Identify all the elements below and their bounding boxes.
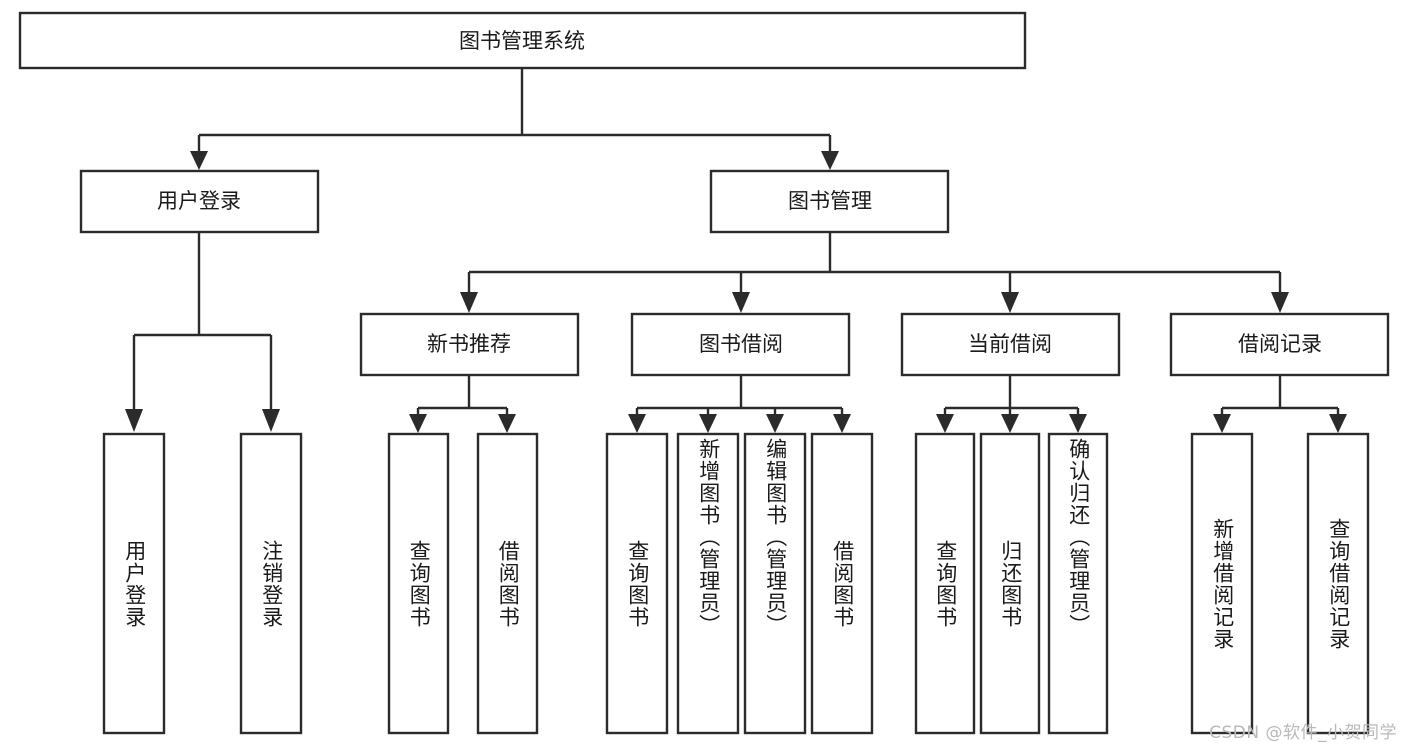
- arrow-borrow-leaf-1: [628, 414, 646, 433]
- arrow-current-leaf-2: [1001, 414, 1019, 433]
- arrow-record-leaf-1: [1213, 414, 1231, 433]
- leaf-box-user-login-2[interactable]: [239, 432, 303, 735]
- arrow-record-leaf-2: [1329, 414, 1347, 433]
- arrow-borrow-leaf-2: [699, 414, 717, 433]
- arrow-bookmgmt-to-current: [1001, 292, 1019, 313]
- arrow-newbook-leaf-2: [498, 414, 516, 433]
- arrow-bookmgmt-to-record: [1271, 292, 1289, 313]
- node-book-borrow-label: 图书借阅: [699, 332, 783, 356]
- arrow-newbook-leaf-1: [409, 414, 427, 433]
- node-root-box[interactable]: [18, 11, 1027, 70]
- node-book-borrow-box[interactable]: [630, 312, 851, 377]
- leaf-box-borrow-record-2[interactable]: [1306, 432, 1370, 735]
- arrow-bookmgmt-to-new-book: [460, 292, 478, 313]
- node-root-label: 图书管理系统: [459, 29, 585, 53]
- leaf-box-book-borrow-4[interactable]: [810, 432, 874, 735]
- arrow-userlogin-leaf-1: [125, 409, 143, 432]
- node-user-login-label: 用户登录: [157, 189, 241, 213]
- arrow-current-leaf-3: [1069, 414, 1087, 433]
- leaf-box-current-borrow-3[interactable]: [1047, 432, 1109, 735]
- node-borrow-record-label: 借阅记录: [1238, 332, 1322, 356]
- arrow-root-to-user-login: [190, 151, 208, 170]
- node-book-management-box[interactable]: [709, 169, 950, 234]
- leaf-box-new-book-1[interactable]: [387, 432, 450, 735]
- leaf-box-current-borrow-2[interactable]: [979, 432, 1041, 735]
- arrow-bookmgmt-to-borrow: [732, 292, 750, 313]
- node-new-book-recommend-box[interactable]: [359, 312, 580, 377]
- leaf-box-user-login-1[interactable]: [102, 432, 166, 735]
- leaf-box-book-borrow-3[interactable]: [743, 432, 807, 735]
- node-new-book-recommend-label: 新书推荐: [427, 332, 511, 356]
- arrow-root-to-book-mgmt: [821, 151, 839, 170]
- node-book-management-label: 图书管理: [788, 189, 872, 213]
- leaf-box-book-borrow-2[interactable]: [676, 432, 740, 735]
- arrow-borrow-leaf-3: [766, 414, 784, 433]
- leaf-box-current-borrow-1[interactable]: [914, 432, 976, 735]
- node-current-borrow-label: 当前借阅: [968, 332, 1052, 356]
- node-user-login-box[interactable]: [79, 169, 320, 234]
- leaf-box-borrow-record-1[interactable]: [1190, 432, 1254, 735]
- node-layer: 图书管理系统 用户登录 图书管理 新书推荐 图书借阅 当前借阅 借阅记录: [18, 11, 1390, 735]
- leaf-box-new-book-2[interactable]: [476, 432, 539, 735]
- leaf-box-book-borrow-1[interactable]: [605, 432, 669, 735]
- connector-layer: [125, 68, 1347, 433]
- node-current-borrow-box[interactable]: [900, 312, 1121, 377]
- arrow-current-leaf-1: [936, 414, 954, 433]
- arrow-borrow-leaf-4: [833, 414, 851, 433]
- watermark-text: CSDN @软件_小贺同学: [1209, 723, 1397, 743]
- node-borrow-record-box[interactable]: [1169, 312, 1390, 377]
- arrow-userlogin-leaf-2: [262, 409, 280, 432]
